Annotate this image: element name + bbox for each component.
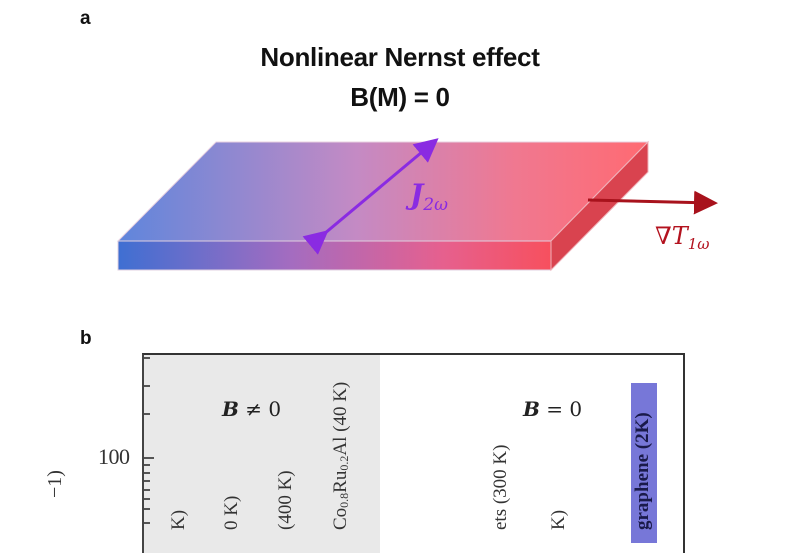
y-tick-minor [144, 413, 150, 415]
y-tick-minor [144, 522, 150, 524]
y-tick-label-100: 100 [98, 444, 130, 469]
material-label-coruai: Co0.8Ru0.2Al (40 K) [330, 381, 351, 530]
material-label: 0 K) [221, 495, 242, 530]
current-arrow [302, 138, 439, 255]
temperature-gradient-label: ∇T1ω [655, 222, 710, 253]
y-tick-minor [144, 472, 150, 474]
material-label: ets (300 K) [490, 444, 511, 530]
panel-a-letter: a [80, 8, 91, 29]
material-label: (400 K) [275, 470, 296, 530]
y-tick-minor [144, 385, 150, 387]
y-tick-minor [144, 508, 150, 510]
chart-frame [142, 353, 685, 553]
graphene-bar [631, 383, 657, 543]
slab-front-face [117, 240, 552, 271]
diagram-title: Nonlinear Nernst effect [260, 42, 540, 72]
slab-side-face [550, 140, 649, 272]
region-label-b-zero: B = 0 [523, 397, 583, 421]
current-label: J2ω [410, 178, 448, 215]
shaded-region-b-nonzero [144, 355, 380, 553]
slab-diagram [116, 138, 718, 272]
temperature-gradient-arrow [587, 190, 718, 215]
region-label-b-nonzero: B ≠ 0 [222, 397, 282, 421]
y-tick-major-100 [144, 457, 154, 459]
y-tick-minor [144, 480, 150, 482]
material-label: K) [168, 509, 189, 530]
y-tick-minor [144, 489, 150, 491]
graphene-bar-label: graphene (2K) [632, 412, 653, 530]
y-tick-minor [144, 357, 150, 359]
material-label: K) [548, 509, 569, 530]
y-tick-minor [144, 498, 150, 500]
y-axis-label: −1) [44, 470, 66, 498]
y-tick-minor [144, 464, 150, 466]
panel-b-letter: b [80, 328, 92, 349]
diagram-subtitle: B(M) = 0 [350, 82, 450, 112]
